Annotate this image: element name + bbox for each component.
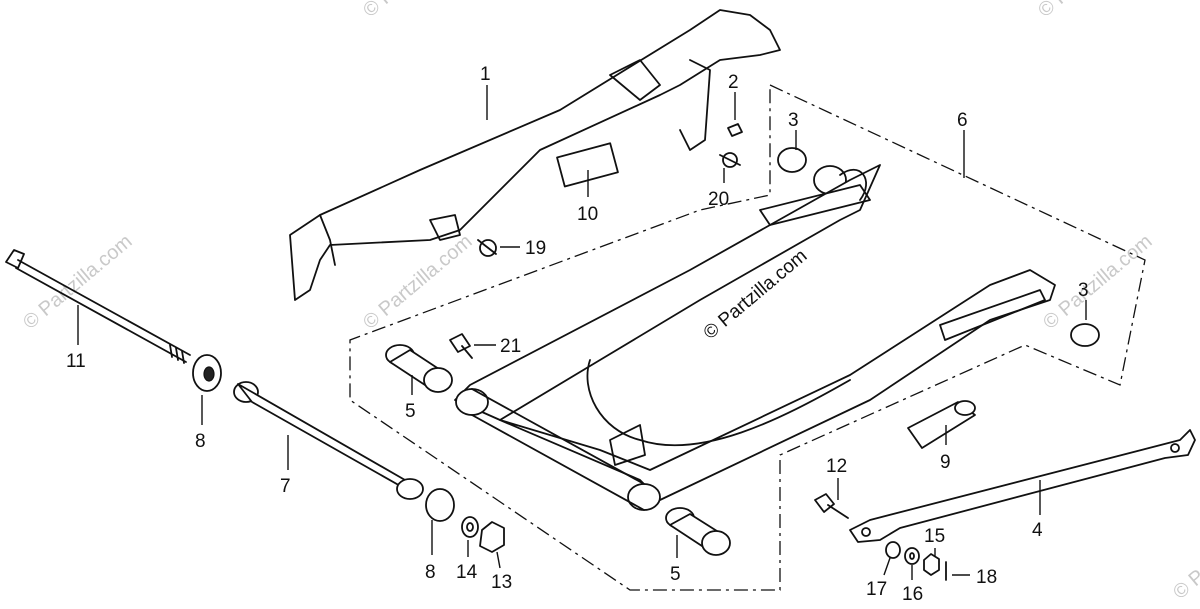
callout-13: 13 (491, 572, 512, 593)
part-7-pivot-shaft (233, 381, 424, 500)
callout-3-right: 3 (1078, 280, 1089, 301)
part-chain-case (289, 9, 781, 301)
part-17-washer (885, 541, 901, 559)
watermark-bottom-right: © Partzilla.com (1169, 500, 1200, 603)
part-4-torque-link (849, 429, 1196, 543)
callout-5-upper: 5 (405, 401, 416, 422)
callout-21: 21 (500, 336, 521, 357)
callout-1: 1 (480, 64, 491, 85)
callout-17: 17 (866, 579, 887, 600)
part-6-swingarm (454, 164, 1056, 511)
part-3-bushing-right (1070, 323, 1100, 347)
callout-9: 9 (940, 452, 951, 473)
callout-5-lower: 5 (670, 564, 681, 585)
part-5-collar-lower (665, 507, 731, 556)
part-13-nut (479, 521, 505, 553)
part-8-washer-lower (425, 488, 455, 522)
part-2-nut (727, 123, 743, 137)
leader-lines (77, 85, 1087, 580)
callout-6: 6 (957, 110, 968, 131)
part-8-seal-upper (192, 354, 222, 392)
part-21-fitting (449, 333, 473, 359)
watermark-mid-right: © Partzilla.com (1039, 230, 1156, 333)
part-15-nut (923, 553, 940, 576)
callout-15: 15 (924, 526, 945, 547)
callout-8-lower: 8 (425, 562, 436, 583)
callout-labels: 1 2 3 6 10 20 19 21 11 3 8 5 7 9 12 4 15… (66, 64, 1089, 605)
assembly-outline (349, 84, 1146, 591)
callout-11: 11 (66, 351, 86, 372)
watermark-top-mid: © Partzilla.com (359, 0, 476, 22)
callout-3-top: 3 (788, 110, 799, 131)
callout-4: 4 (1032, 520, 1043, 541)
callout-10: 10 (577, 204, 598, 225)
part-20-bolt (719, 152, 741, 168)
watermark-top-right: © Partzilla.com (1034, 0, 1151, 22)
part-5-collar-upper (385, 344, 453, 393)
callout-12: 12 (826, 456, 847, 477)
part-14-washer (461, 516, 479, 538)
part-12-bolt (814, 493, 849, 519)
callout-8-upper: 8 (195, 431, 206, 452)
callout-2: 2 (728, 72, 739, 93)
part-19-bolt (477, 239, 497, 257)
callout-7: 7 (280, 476, 291, 497)
callout-18: 18 (976, 567, 997, 588)
callout-14: 14 (456, 562, 478, 583)
callout-16: 16 (902, 584, 923, 605)
part-9-sleeve (907, 400, 976, 449)
part-16-washer (904, 547, 920, 565)
callout-20: 20 (708, 189, 729, 210)
watermark-mid-center: © Partzilla.com (359, 230, 476, 333)
part-11-pivot-bolt (5, 249, 191, 364)
callout-19: 19 (525, 238, 546, 259)
